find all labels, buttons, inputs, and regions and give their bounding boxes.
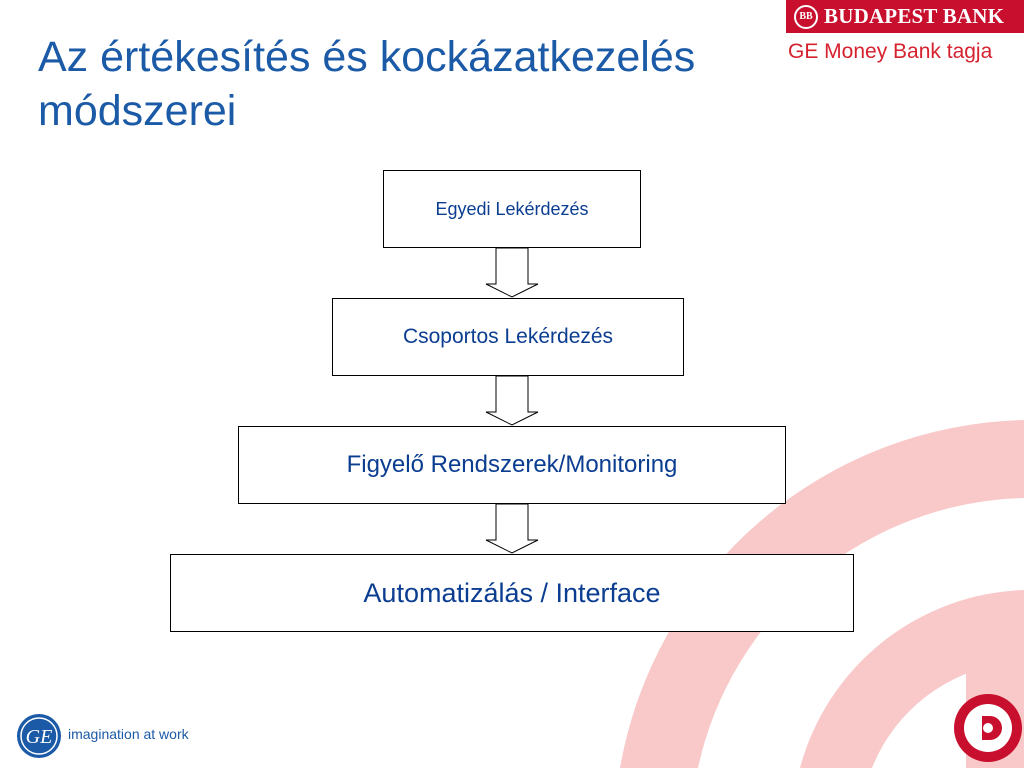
ge-logo-text: GE xyxy=(26,726,53,748)
bank-corner-logo-icon xyxy=(954,694,1022,762)
ge-logo-icon: GE xyxy=(17,714,61,758)
step-box-3: Figyelő Rendszerek/Monitoring xyxy=(238,426,786,504)
page-title: Az értékesítés és kockázatkezelés módsze… xyxy=(38,33,696,135)
budapest-bank-logo: BB BUDAPEST BANK xyxy=(786,0,1024,33)
bank-tagline: GE Money Bank tagja xyxy=(788,40,993,63)
bank-name: BUDAPEST BANK xyxy=(824,4,1005,28)
step-box-2: Csoportos Lekérdezés xyxy=(332,298,684,376)
down-arrow-icon xyxy=(485,376,539,426)
ge-tagline: imagination at work xyxy=(68,726,189,742)
bank-emblem-icon: BB xyxy=(794,4,818,29)
step-box-1: Egyedi Lekérdezés xyxy=(383,170,641,248)
step-box-4: Automatizálás / Interface xyxy=(170,554,854,632)
down-arrow-icon xyxy=(485,248,539,298)
down-arrow-icon xyxy=(485,504,539,554)
